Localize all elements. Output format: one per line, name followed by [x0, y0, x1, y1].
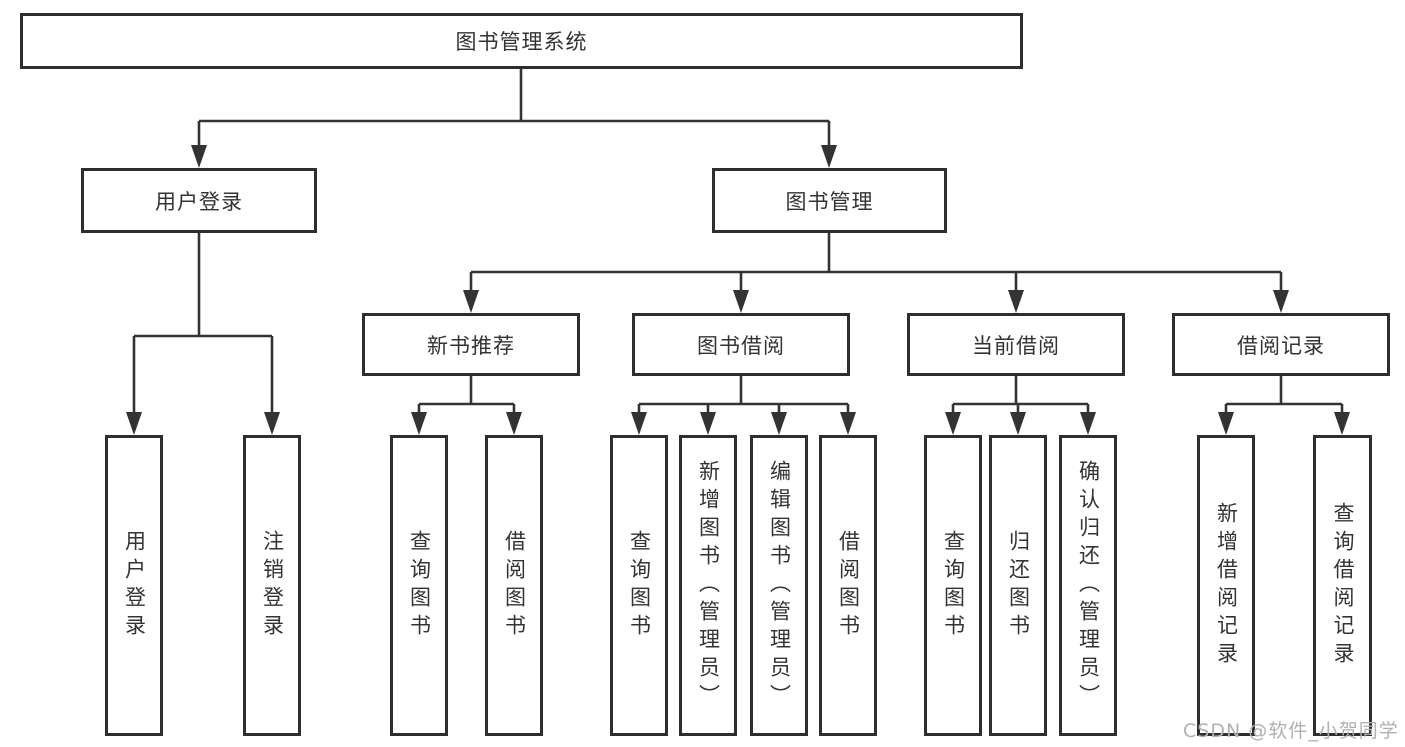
- arrowhead-icon: [631, 412, 647, 435]
- leaf-return-book-label: 归还图书: [1006, 529, 1031, 642]
- node-book-borrowing: 图书借阅: [632, 313, 850, 376]
- leaf-borrow-books-label: 借阅图书: [836, 529, 861, 642]
- leaf-add-book-admin-label: 新增图书（管理员）: [696, 459, 721, 712]
- leaf-borrow-books-recommend-label: 借阅图书: [502, 529, 527, 642]
- leaf-add-borrow-record-label: 新增借阅记录: [1214, 501, 1239, 670]
- arrowhead-icon: [1273, 290, 1289, 313]
- leaf-user-login: 用户登录: [105, 435, 163, 736]
- leaf-return-book: 归还图书: [989, 435, 1047, 736]
- leaf-user-login-label: 用户登录: [122, 529, 147, 642]
- arrowhead-icon: [733, 290, 749, 313]
- leaf-borrow-books: 借阅图书: [819, 435, 877, 736]
- arrowhead-icon: [1334, 412, 1350, 435]
- node-user-login: 用户登录: [81, 168, 317, 233]
- leaf-query-books-current: 查询图书: [924, 435, 982, 736]
- node-current-borrowing: 当前借阅: [907, 313, 1125, 376]
- leaf-query-borrow-record-label: 查询借阅记录: [1331, 501, 1355, 670]
- arrowhead-icon: [840, 412, 856, 435]
- leaf-query-books-recommend-label: 查询图书: [407, 529, 432, 642]
- arrowhead-icon: [1010, 412, 1026, 435]
- arrowhead-icon: [191, 145, 207, 168]
- node-book-management: 图书管理: [712, 168, 947, 233]
- csdn-watermark: CSDN @软件_小贺同学: [1183, 720, 1399, 742]
- leaf-edit-book-admin-label: 编辑图书（管理员）: [767, 459, 792, 712]
- arrowhead-icon: [821, 145, 837, 168]
- leaf-confirm-return-admin-label: 确认归还（管理员）: [1076, 459, 1101, 712]
- leaf-edit-book-admin: 编辑图书（管理员）: [750, 435, 808, 736]
- leaf-query-books-recommend: 查询图书: [390, 435, 448, 736]
- arrowhead-icon: [1218, 412, 1234, 435]
- leaf-add-borrow-record: 新增借阅记录: [1197, 435, 1255, 736]
- node-library-management-system: 图书管理系统: [20, 13, 1023, 69]
- node-new-book-recommendation: 新书推荐: [362, 313, 580, 376]
- leaf-query-books-borrowing-label: 查询图书: [627, 529, 652, 642]
- leaf-add-book-admin: 新增图书（管理员）: [679, 435, 737, 736]
- leaf-query-books-borrowing: 查询图书: [610, 435, 668, 736]
- arrowhead-icon: [264, 412, 280, 435]
- arrowhead-icon: [126, 412, 142, 435]
- arrowhead-icon: [506, 412, 522, 435]
- leaf-borrow-books-recommend: 借阅图书: [485, 435, 543, 736]
- arrowhead-icon: [771, 412, 787, 435]
- leaf-confirm-return-admin: 确认归还（管理员）: [1059, 435, 1117, 736]
- leaf-query-books-current-label: 查询图书: [941, 529, 966, 642]
- leaf-logout: 注销登录: [243, 435, 301, 736]
- arrowhead-icon: [700, 412, 716, 435]
- arrowhead-icon: [1080, 412, 1096, 435]
- leaf-logout-label: 注销登录: [260, 529, 285, 642]
- arrowhead-icon: [1008, 290, 1024, 313]
- arrowhead-icon: [463, 290, 479, 313]
- leaf-query-borrow-record: 查询借阅记录: [1313, 435, 1372, 736]
- arrowhead-icon: [411, 412, 427, 435]
- node-borrowing-records: 借阅记录: [1172, 313, 1390, 376]
- arrowhead-icon: [945, 412, 961, 435]
